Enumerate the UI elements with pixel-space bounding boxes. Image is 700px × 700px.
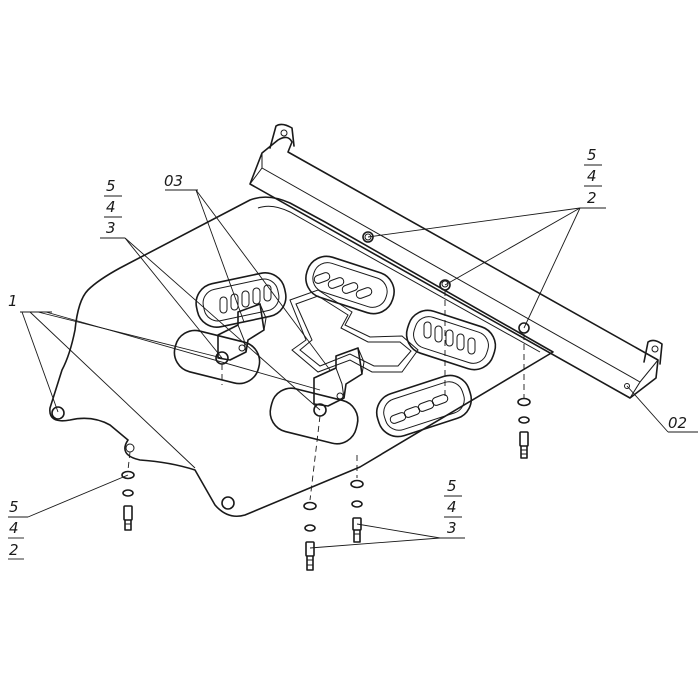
bracket-right — [313, 347, 365, 417]
skid-plate — [49, 196, 554, 518]
slot-row-2 — [219, 284, 272, 314]
stack-label: 3 — [447, 519, 457, 537]
slot-row-4 — [389, 394, 449, 424]
fastener-bottom-1 — [303, 501, 317, 571]
stack-label: 2 — [587, 189, 597, 207]
fastener-left — [121, 470, 135, 531]
cross-bar — [249, 123, 663, 399]
callout-stack-bottom-left: 5 4 2 — [9, 498, 19, 559]
stack-label: 4 — [587, 167, 597, 185]
stack-label: 5 — [587, 146, 597, 164]
callout-part-02: 02 — [668, 414, 687, 432]
fastener-right — [517, 397, 531, 459]
stack-label: 4 — [106, 198, 116, 216]
slot-row-3 — [423, 321, 476, 355]
fastener-bottom-2 — [350, 479, 364, 543]
slot-row-1 — [313, 272, 373, 299]
stack-label: 2 — [9, 541, 19, 559]
stack-label: 5 — [106, 177, 116, 195]
callout-stack-top-left: 5 4 3 — [106, 177, 116, 237]
stack-dividers — [8, 164, 602, 560]
axis-lines — [127, 290, 525, 501]
bracket-left — [215, 303, 267, 365]
stack-label: 4 — [447, 498, 457, 516]
stack-label: 3 — [106, 219, 116, 237]
leader-lines — [8, 189, 698, 549]
callout-stack-bottom-right: 5 4 3 — [447, 477, 457, 537]
callout-part-1: 1 — [8, 292, 18, 310]
callout-part-03: 03 — [164, 172, 183, 190]
stack-label: 5 — [9, 498, 19, 516]
stack-label: 5 — [447, 477, 457, 495]
stack-label: 4 — [9, 519, 19, 537]
callout-stack-top-right: 5 4 2 — [587, 146, 597, 207]
